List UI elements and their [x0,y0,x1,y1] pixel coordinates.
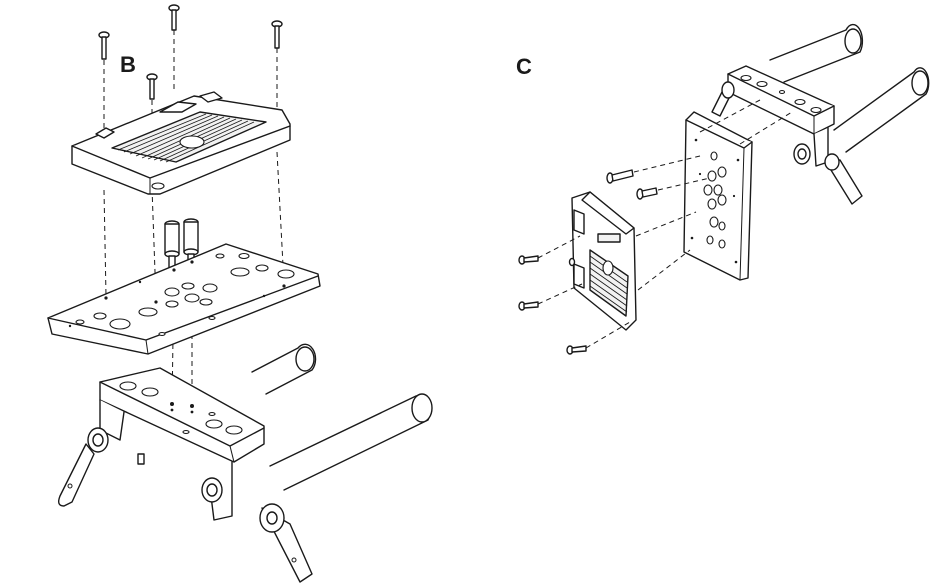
screw [518,255,539,265]
support-rods [769,23,930,153]
standoff-posts [164,218,199,269]
cheese-plate [683,111,753,281]
support-rods [251,343,433,491]
rod-clamp [99,367,265,521]
screw [98,31,110,60]
screw [271,20,283,49]
panel-label-c: C [516,54,532,79]
battery-plate [71,91,291,195]
screw [568,257,576,267]
standoff [183,218,199,265]
screw [606,169,634,184]
panel-label-b: B [120,52,136,77]
screw [168,4,180,31]
screw [146,73,158,100]
screw [518,301,539,311]
panel-b-exploded-view [47,4,433,583]
lever-handles [711,81,863,205]
alignment-guides [537,99,793,349]
rod-clamp [727,65,835,167]
lever-handle [793,143,863,205]
screw [636,187,658,200]
lever-handle [57,427,109,507]
battery-plate [571,191,637,331]
top-screws [98,4,283,100]
screw [566,345,587,355]
lever-handles [57,427,313,583]
cheese-plate [47,243,321,355]
side-screws [518,169,658,355]
lever-handle [711,81,735,117]
lever-handle [201,477,313,583]
standoff [164,220,180,269]
panel-c-exploded-view [518,23,930,355]
